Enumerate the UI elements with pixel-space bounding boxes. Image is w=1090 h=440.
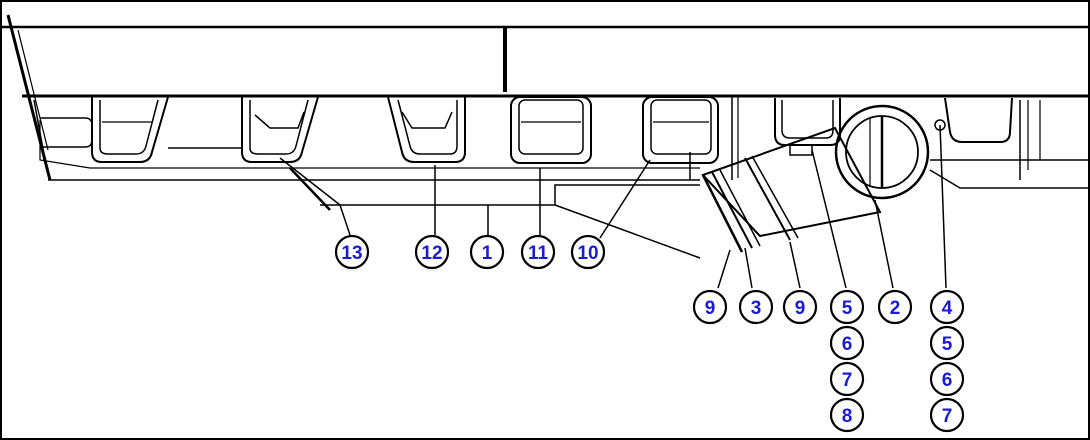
callout-8-label: 8 (842, 406, 853, 427)
callout-11: 11 (520, 234, 556, 270)
callout-11-label: 11 (528, 243, 549, 264)
leader-lines (279, 119, 947, 289)
callout-8: 8 (829, 397, 865, 433)
callout-12: 12 (414, 234, 450, 270)
callout-10: 10 (570, 234, 606, 270)
blower-duct (701, 104, 930, 253)
callout-12-label: 12 (421, 243, 442, 264)
callout-6-a-label: 6 (842, 334, 853, 355)
callout-6-b: 6 (929, 361, 965, 397)
callout-7-b: 7 (929, 397, 965, 433)
callout-5-b-label: 5 (942, 334, 953, 355)
callout-9-left-label: 9 (705, 298, 716, 319)
callout-2-label: 2 (890, 298, 901, 319)
callout-3-label: 3 (751, 298, 762, 319)
mount-pockets (91, 96, 719, 164)
callout-5-a: 5 (829, 289, 865, 325)
callout-4: 4 (929, 289, 965, 325)
callout-7-b-label: 7 (942, 406, 953, 427)
callout-9-right: 9 (782, 289, 818, 325)
callout-10-label: 10 (577, 243, 598, 264)
callout-5-b: 5 (929, 325, 965, 361)
callout-13: 13 (334, 234, 370, 270)
callout-7-a-label: 7 (842, 370, 853, 391)
callout-6-b-label: 6 (942, 370, 953, 391)
callout-3: 3 (738, 289, 774, 325)
callout-4-label: 4 (942, 298, 953, 319)
callout-6-a: 6 (829, 325, 865, 361)
callout-13-label: 13 (341, 243, 362, 264)
callout-2: 2 (877, 289, 913, 325)
callout-7-a: 7 (829, 361, 865, 397)
frame-rail (39, 117, 701, 259)
callout-9-right-label: 9 (795, 298, 806, 319)
callout-5-a-label: 5 (842, 298, 853, 319)
callout-1: 1 (469, 234, 505, 270)
callout-9-left: 9 (692, 289, 728, 325)
callout-1-label: 1 (482, 243, 493, 264)
